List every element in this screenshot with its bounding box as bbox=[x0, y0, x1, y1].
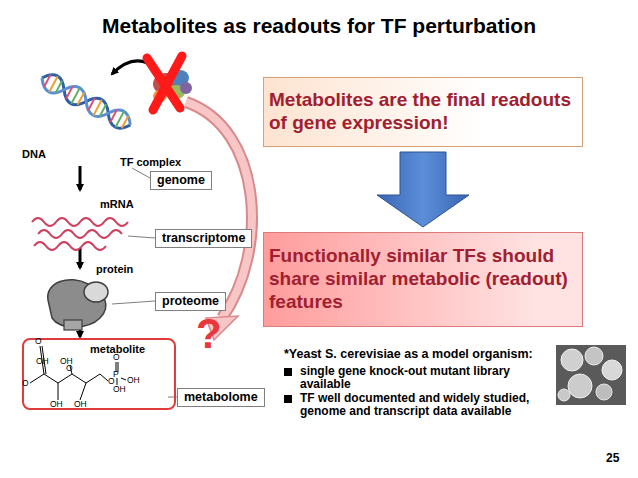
bullet-text: single gene knock-out mutant library ava… bbox=[300, 365, 545, 390]
dna-helix bbox=[43, 73, 129, 130]
box-text: Metabolites are the final readouts of ge… bbox=[269, 89, 577, 135]
atom-symbol: O bbox=[22, 379, 29, 388]
block-arrow bbox=[377, 152, 469, 227]
mrna-strand bbox=[38, 230, 122, 238]
dna-helix bbox=[88, 98, 95, 110]
yeast-photo bbox=[556, 345, 626, 405]
flow-arrow bbox=[79, 166, 82, 190]
yeast-photo bbox=[556, 345, 626, 405]
yeast-photo bbox=[561, 349, 583, 371]
mrna-strand bbox=[32, 218, 128, 226]
page-number: 25 bbox=[606, 452, 619, 465]
box-text: metabolite bbox=[90, 343, 174, 355]
metabolite-structure bbox=[58, 383, 59, 400]
question-mark: ? bbox=[196, 312, 222, 356]
yeast-photo bbox=[585, 347, 603, 365]
bullet-square bbox=[284, 368, 292, 376]
atom-symbol: OH bbox=[74, 400, 87, 409]
flow-arrow bbox=[79, 248, 82, 268]
dna-helix bbox=[38, 70, 135, 133]
yeast-photo bbox=[558, 389, 570, 401]
box-text: metabolome bbox=[184, 390, 258, 405]
atom-symbol: O bbox=[66, 364, 73, 373]
omics-callout: proteome bbox=[155, 292, 226, 311]
omics-callout: genome bbox=[150, 171, 212, 190]
conclusion-box: Functionally similar TFs should share si… bbox=[263, 232, 583, 327]
red-cross bbox=[153, 56, 182, 110]
omics-callout: metabolome bbox=[177, 388, 265, 407]
metabolite-structure bbox=[117, 378, 118, 385]
dna-helix bbox=[38, 70, 135, 133]
box-text: proteome bbox=[162, 294, 219, 309]
atom-symbol: OH bbox=[36, 357, 49, 366]
bullet-text: TF well documented and widely studied, g… bbox=[300, 392, 545, 417]
dna-helix bbox=[122, 116, 129, 128]
part-label: mRNA bbox=[100, 199, 134, 211]
slide-title: Metabolites as readouts for TF perturbat… bbox=[0, 15, 638, 37]
box-text: genome bbox=[157, 173, 205, 188]
tf-complex bbox=[180, 82, 192, 94]
atom-symbol: OH bbox=[113, 385, 126, 394]
dna-helix bbox=[55, 81, 62, 93]
leader-line bbox=[132, 168, 150, 178]
yeast-photo bbox=[568, 374, 592, 398]
part-label: DNA bbox=[22, 149, 46, 161]
yeast-photo bbox=[602, 360, 622, 380]
atom-symbol: O bbox=[113, 353, 120, 362]
dna-helix bbox=[44, 75, 51, 87]
protein-shape bbox=[64, 320, 82, 330]
mrna-strand bbox=[34, 242, 106, 250]
mrna-strand bbox=[32, 218, 128, 250]
leader-line bbox=[112, 301, 155, 304]
dna-helix bbox=[66, 86, 73, 98]
part-label: TF complex bbox=[120, 157, 181, 169]
protein-shape bbox=[84, 282, 108, 302]
red-cross bbox=[147, 56, 182, 110]
note-text: *Yeast S. cerevisiae as a model organism… bbox=[284, 348, 554, 361]
dna-helix bbox=[110, 110, 117, 122]
protein-shape bbox=[48, 280, 108, 330]
atom-symbol: O bbox=[35, 337, 42, 346]
leader-line bbox=[128, 236, 155, 238]
atom-symbol: P bbox=[113, 370, 119, 379]
part-label: protein bbox=[96, 264, 133, 276]
bullet-square bbox=[284, 395, 292, 403]
yeast-photo bbox=[596, 384, 612, 400]
box-text: transcriptome bbox=[162, 231, 245, 246]
atom-symbol: OH bbox=[50, 400, 63, 409]
metabolite-box: metabolite bbox=[22, 338, 176, 410]
atom-symbol: OH bbox=[127, 376, 140, 385]
metabolite-structure bbox=[80, 383, 86, 400]
dna-helix bbox=[38, 70, 135, 133]
dna-helix bbox=[100, 104, 107, 116]
box-text: Functionally similar TFs should share si… bbox=[269, 245, 577, 313]
omics-callout: transcriptome bbox=[155, 229, 252, 248]
metabolite-structure bbox=[30, 374, 108, 383]
dna-helix bbox=[78, 92, 85, 104]
bullet-square bbox=[284, 368, 292, 403]
metabolite-structure bbox=[121, 378, 126, 380]
statement-box: Metabolites are the final readouts of ge… bbox=[263, 77, 583, 147]
perturbation-arrow bbox=[186, 102, 252, 318]
perturbation-arrow bbox=[186, 102, 252, 318]
